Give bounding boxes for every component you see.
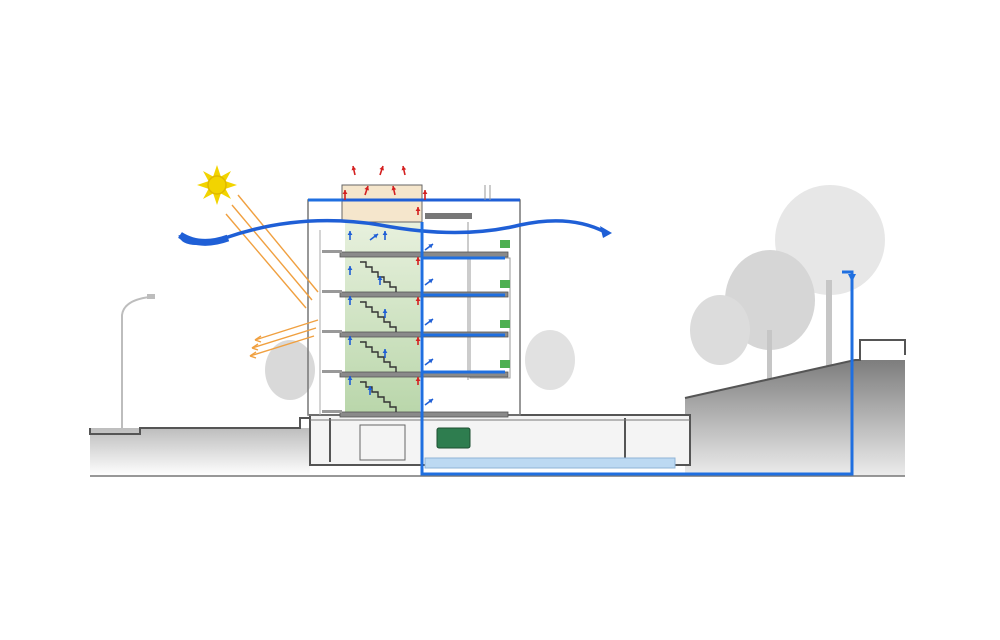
- warm-air-arrow: [415, 377, 421, 385]
- stair-flight: [360, 381, 397, 412]
- floor-slab: [339, 411, 509, 418]
- planter: [500, 280, 510, 288]
- cool-air-arrow: [424, 278, 434, 286]
- cool-air-arrow: [367, 386, 373, 395]
- tree-icon: [525, 330, 575, 390]
- stair-flight: [360, 261, 397, 292]
- cool-air-arrow: [347, 336, 353, 345]
- planter: [500, 360, 510, 368]
- warm-air-arrow: [364, 185, 370, 196]
- cool-air-arrow: [369, 233, 379, 241]
- reservoir: [424, 457, 676, 469]
- cool-air-arrow: [377, 276, 383, 285]
- balcony-rail: [322, 330, 342, 333]
- atrium-stairs: [360, 261, 397, 412]
- airflow-arrows: [342, 165, 434, 406]
- basement: [309, 414, 691, 469]
- warm-air-arrow: [379, 165, 385, 176]
- solar-rays: [225, 194, 319, 359]
- cool-air-arrow: [424, 243, 434, 251]
- balcony-rail: [322, 410, 342, 413]
- water-pipes: [308, 198, 856, 476]
- cool-air-arrow: [382, 309, 388, 318]
- warm-air-arrow: [391, 185, 397, 196]
- planters: [500, 240, 510, 368]
- warm-air-arrow: [351, 165, 357, 176]
- warm-air-arrow: [415, 337, 421, 345]
- cool-air-arrow: [347, 266, 353, 275]
- cool-air-arrow: [424, 318, 434, 326]
- street-lamp-icon: [121, 294, 155, 428]
- stair-flight: [360, 301, 397, 332]
- warm-air-arrow: [415, 207, 421, 215]
- roof-chimney: [341, 184, 423, 223]
- basement-stair: [359, 424, 406, 461]
- planter: [500, 240, 510, 248]
- cool-air-arrow: [347, 296, 353, 305]
- floor-slab: [339, 251, 509, 258]
- cool-air-arrow: [424, 358, 434, 366]
- ground-right-hill: [684, 339, 906, 476]
- ground-left: [89, 417, 310, 476]
- cool-air-arrow: [424, 398, 434, 406]
- tree-icon: [265, 340, 315, 400]
- stair-flight: [360, 341, 397, 372]
- warm-air-arrow: [342, 190, 348, 200]
- cool-air-arrow: [382, 349, 388, 358]
- balcony-rail: [322, 370, 342, 373]
- planter: [500, 320, 510, 328]
- balcony-rail: [322, 290, 342, 293]
- water-tank: [436, 427, 471, 449]
- cool-air-arrow: [347, 231, 353, 240]
- sun-icon: [197, 165, 237, 205]
- warm-air-arrow: [422, 190, 428, 200]
- cool-air-arrow: [382, 231, 388, 240]
- cool-air-arrow: [347, 376, 353, 385]
- balcony-rail: [322, 250, 342, 253]
- warm-air-arrow: [415, 297, 421, 305]
- warm-air-arrow: [401, 165, 407, 176]
- wind-arrow-icon: [178, 218, 612, 246]
- background-trees: [265, 185, 885, 400]
- tree-icon: [690, 295, 750, 365]
- warm-air-arrow: [415, 257, 421, 265]
